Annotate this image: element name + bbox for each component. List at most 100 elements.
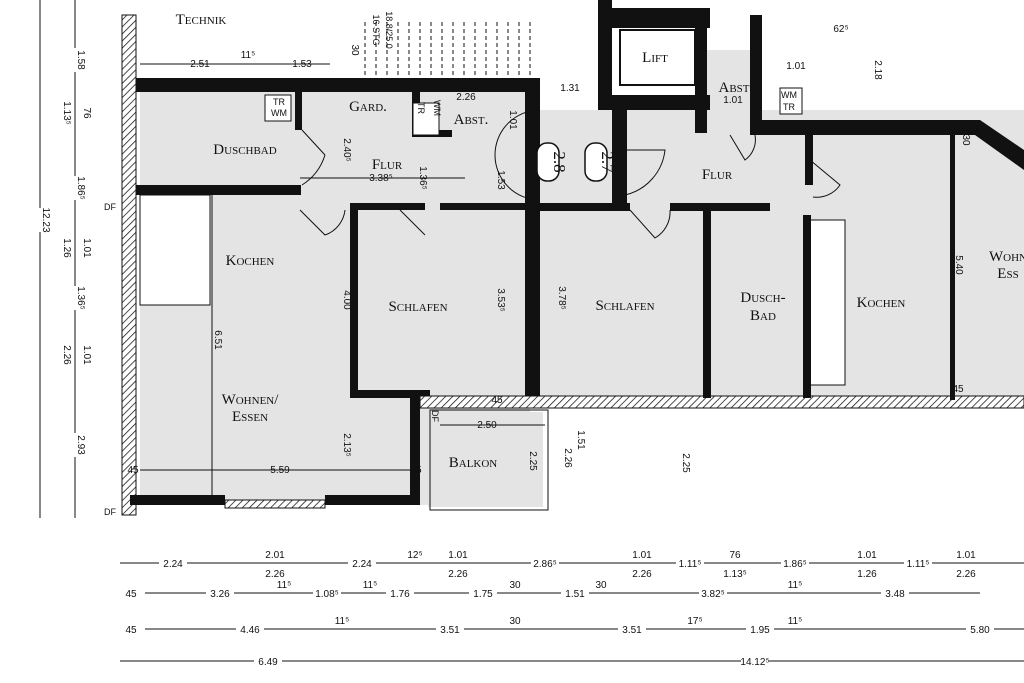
fixture-label: 16 STG	[371, 14, 381, 45]
dimension-label: 3.53⁵	[495, 288, 506, 312]
dim-label-bg	[881, 588, 909, 598]
dimension-label: 12.23	[40, 207, 51, 232]
dimension-label: 1.01	[956, 550, 976, 561]
wall-bedroom2-north-b	[670, 203, 770, 211]
dimension-label: 11⁵	[335, 616, 350, 627]
wall-north	[136, 78, 540, 92]
dim-label-bg	[70, 48, 80, 72]
room-label: Abst.	[454, 112, 489, 128]
door-bedroom[interactable]	[399, 209, 426, 236]
door-bedroom2[interactable]	[629, 209, 671, 239]
dimension-label: 2.25	[527, 451, 538, 471]
dimension-label: 30	[509, 616, 521, 627]
dim-label-bg	[313, 588, 341, 598]
wall-north-right	[750, 120, 980, 135]
dim-label-bg	[746, 624, 774, 634]
dimension-label: 1.01	[81, 238, 92, 258]
fixture-label: DF	[430, 410, 440, 422]
wall-living-east	[410, 395, 420, 505]
dimension-label: 1.86⁵	[75, 176, 86, 200]
doors	[299, 109, 841, 239]
dimension-label: 2.26	[456, 92, 476, 103]
dim-label-bg	[70, 176, 80, 200]
dimension-label: 1.26	[61, 238, 72, 258]
dimension-label: 3.26	[210, 589, 230, 600]
wall-bedroom2-north-a	[540, 203, 630, 211]
dim-label-bg	[531, 558, 559, 568]
dim-label-bg	[469, 588, 497, 598]
dimension-label: 30	[349, 44, 360, 56]
room-label: Balkon	[449, 455, 498, 471]
dimension-label: 4.46	[240, 625, 260, 636]
fixture-label: WM	[781, 90, 797, 100]
dimension-label: 1.76	[390, 589, 410, 600]
door-kitchen[interactable]	[299, 209, 346, 236]
dimension-label: 6.49	[258, 657, 278, 668]
dim-label-bg	[70, 433, 80, 457]
dim-label-bg	[117, 588, 145, 598]
dimension-label: 30	[595, 580, 607, 591]
dimension-label: 1.51	[575, 430, 586, 450]
dimension-label: 1.58	[75, 50, 86, 70]
lift-car	[619, 29, 696, 86]
dimension-label: 6.51	[212, 330, 223, 350]
door-kitchen2[interactable]	[809, 159, 841, 198]
dimension-label: 3.38⁵	[369, 173, 393, 184]
dimension-label: 2.26	[448, 569, 468, 580]
dimension-label: 76	[729, 550, 741, 561]
dimension-label: 2.18	[872, 60, 883, 80]
dimension-label: 45	[125, 589, 137, 600]
dimension-label: 14.12⁵	[740, 657, 769, 668]
door-entry-right[interactable]	[612, 149, 666, 196]
room-label: Kochen	[226, 253, 275, 269]
dim-label-bg	[117, 624, 145, 634]
dimension-label: 1.36⁵	[417, 166, 428, 190]
room-label: Wohnen/	[222, 392, 280, 408]
dim-label-bg	[741, 656, 769, 666]
door-bath[interactable]	[301, 129, 326, 186]
dimension-label: 2.24	[163, 559, 183, 570]
door-entry-left[interactable]	[494, 109, 541, 201]
room-label: Flur	[702, 167, 733, 183]
dimension-label: 1.13⁵	[723, 569, 747, 580]
room-label: Duschbad	[213, 142, 276, 158]
dimension-label: 1.01	[81, 345, 92, 365]
dimension-label: 1.01	[448, 550, 468, 561]
room-label: Technik	[176, 12, 227, 28]
dimension-label: 2.01	[265, 550, 285, 561]
dim-label-bg	[618, 624, 646, 634]
dim-label-bg	[159, 558, 187, 568]
dim-label-bg	[35, 208, 45, 232]
dimension-label: 30	[960, 134, 971, 146]
dimension-label: 45	[952, 384, 964, 395]
fixture-label: WM	[432, 100, 442, 116]
dimension-label: 45	[491, 395, 503, 406]
dimension-label: 1.11⁵	[679, 559, 702, 570]
dimension-label: 12⁵	[407, 550, 422, 561]
wall-diagonal	[975, 120, 1024, 170]
dimension-label: 5.59	[270, 465, 290, 476]
dimension-label: 11⁵	[241, 50, 256, 61]
room-label: Schlafen	[595, 298, 654, 314]
labels: TechnikDuschbadGard.FlurAbst.KochenSchla…	[35, 11, 1024, 668]
dimension-label: 1.31	[560, 83, 580, 94]
storage-floor	[700, 50, 755, 130]
wall-kitchen-west-upper	[805, 135, 813, 185]
dim-label-bg	[386, 588, 414, 598]
dim-label-bg	[561, 588, 589, 598]
fixture-label: TR	[416, 102, 426, 114]
dimension-label: 2.26	[956, 569, 976, 580]
dimension-label: 4.00	[341, 290, 352, 310]
dim-label-bg	[70, 286, 80, 310]
dimension-label: 2.24	[352, 559, 372, 570]
room-code-badge	[536, 142, 560, 182]
wall-bath-kitchen	[136, 185, 301, 195]
door-storage[interactable]	[729, 134, 756, 161]
fixture-label: WM	[271, 108, 287, 118]
dimension-label: 3.82⁵	[701, 589, 725, 600]
dim-label-bg	[206, 588, 234, 598]
wall-bath2-east	[803, 215, 811, 398]
appliance-box	[412, 102, 440, 136]
dimension-label: 11⁵	[788, 616, 803, 627]
